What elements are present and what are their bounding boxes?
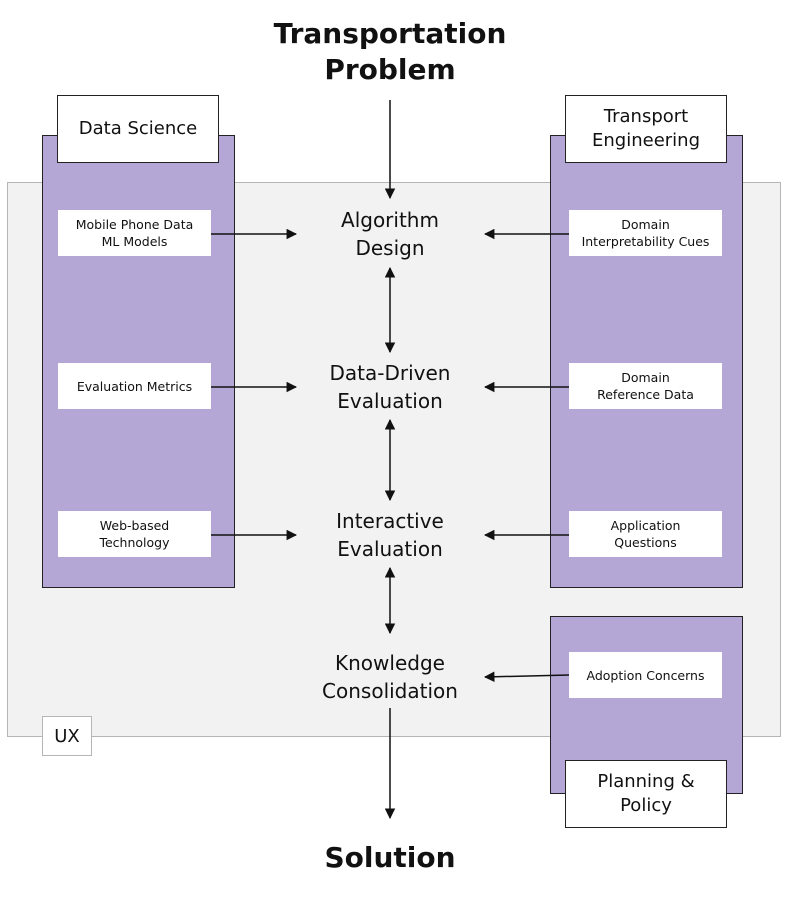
- right-input-box: Adoption Concerns: [569, 652, 722, 698]
- transport-engineering-header: Transport Engineering: [565, 95, 727, 163]
- diagram-title-top: Transportation Problem: [273, 17, 507, 86]
- stage-algorithm-design: Algorithm Design: [341, 208, 439, 260]
- right-input-box: Domain Reference Data: [569, 363, 722, 409]
- ux-label: UX: [42, 716, 92, 756]
- data-science-header: Data Science: [57, 95, 219, 163]
- left-input-box: Mobile Phone Data ML Models: [58, 210, 211, 256]
- left-input-box: Evaluation Metrics: [58, 363, 211, 409]
- stage-data-driven-evaluation: Data-Driven Evaluation: [329, 361, 451, 413]
- planning-policy-header: Planning & Policy: [565, 760, 727, 828]
- right-input-box: Domain Interpretability Cues: [569, 210, 722, 256]
- arrow-right-input-4: [483, 671, 570, 683]
- diagram-title-bottom: Solution: [324, 841, 456, 874]
- left-input-box: Web-based Technology: [58, 511, 211, 557]
- stage-interactive-evaluation: Interactive Evaluation: [336, 509, 444, 561]
- right-input-box: Application Questions: [569, 511, 722, 557]
- stage-knowledge-consolidation: Knowledge Consolidation: [322, 651, 458, 703]
